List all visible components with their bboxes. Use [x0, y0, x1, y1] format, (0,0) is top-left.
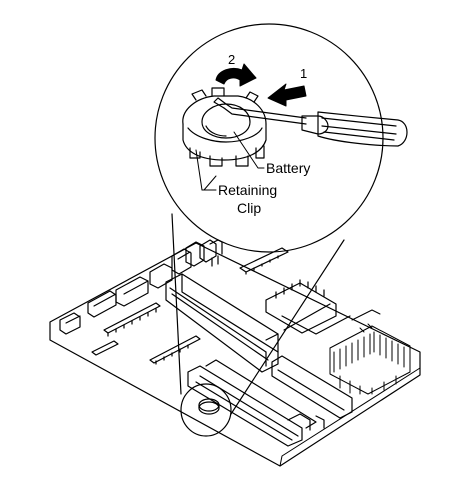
rear-io-connectors [59, 239, 223, 335]
retaining-clip-label-line1: Retaining [218, 182, 277, 198]
adapter-slots [187, 355, 353, 447]
retaining-clip-label-line2: Clip [237, 200, 261, 216]
callout-lines [195, 131, 265, 191]
battery-label: Battery [266, 160, 310, 176]
zoom-leader-lines [171, 213, 345, 415]
board-battery [198, 398, 220, 415]
heatsink [329, 309, 411, 395]
battery-cell [201, 103, 251, 139]
magnified-detail [154, 23, 408, 253]
screwdriver-icon [213, 97, 408, 147]
processor-connectors [239, 247, 351, 335]
memory-slots [165, 273, 279, 373]
push-arrow-icon [267, 83, 307, 107]
magnifier-circle [154, 23, 384, 253]
zoom-source-circle [180, 383, 232, 437]
step1-label: 1 [300, 66, 307, 81]
motherboard [49, 239, 421, 467]
lift-arrow-icon [215, 63, 257, 87]
battery-holder [182, 87, 267, 167]
step2-label: 2 [228, 52, 235, 67]
headers-left [91, 302, 201, 365]
